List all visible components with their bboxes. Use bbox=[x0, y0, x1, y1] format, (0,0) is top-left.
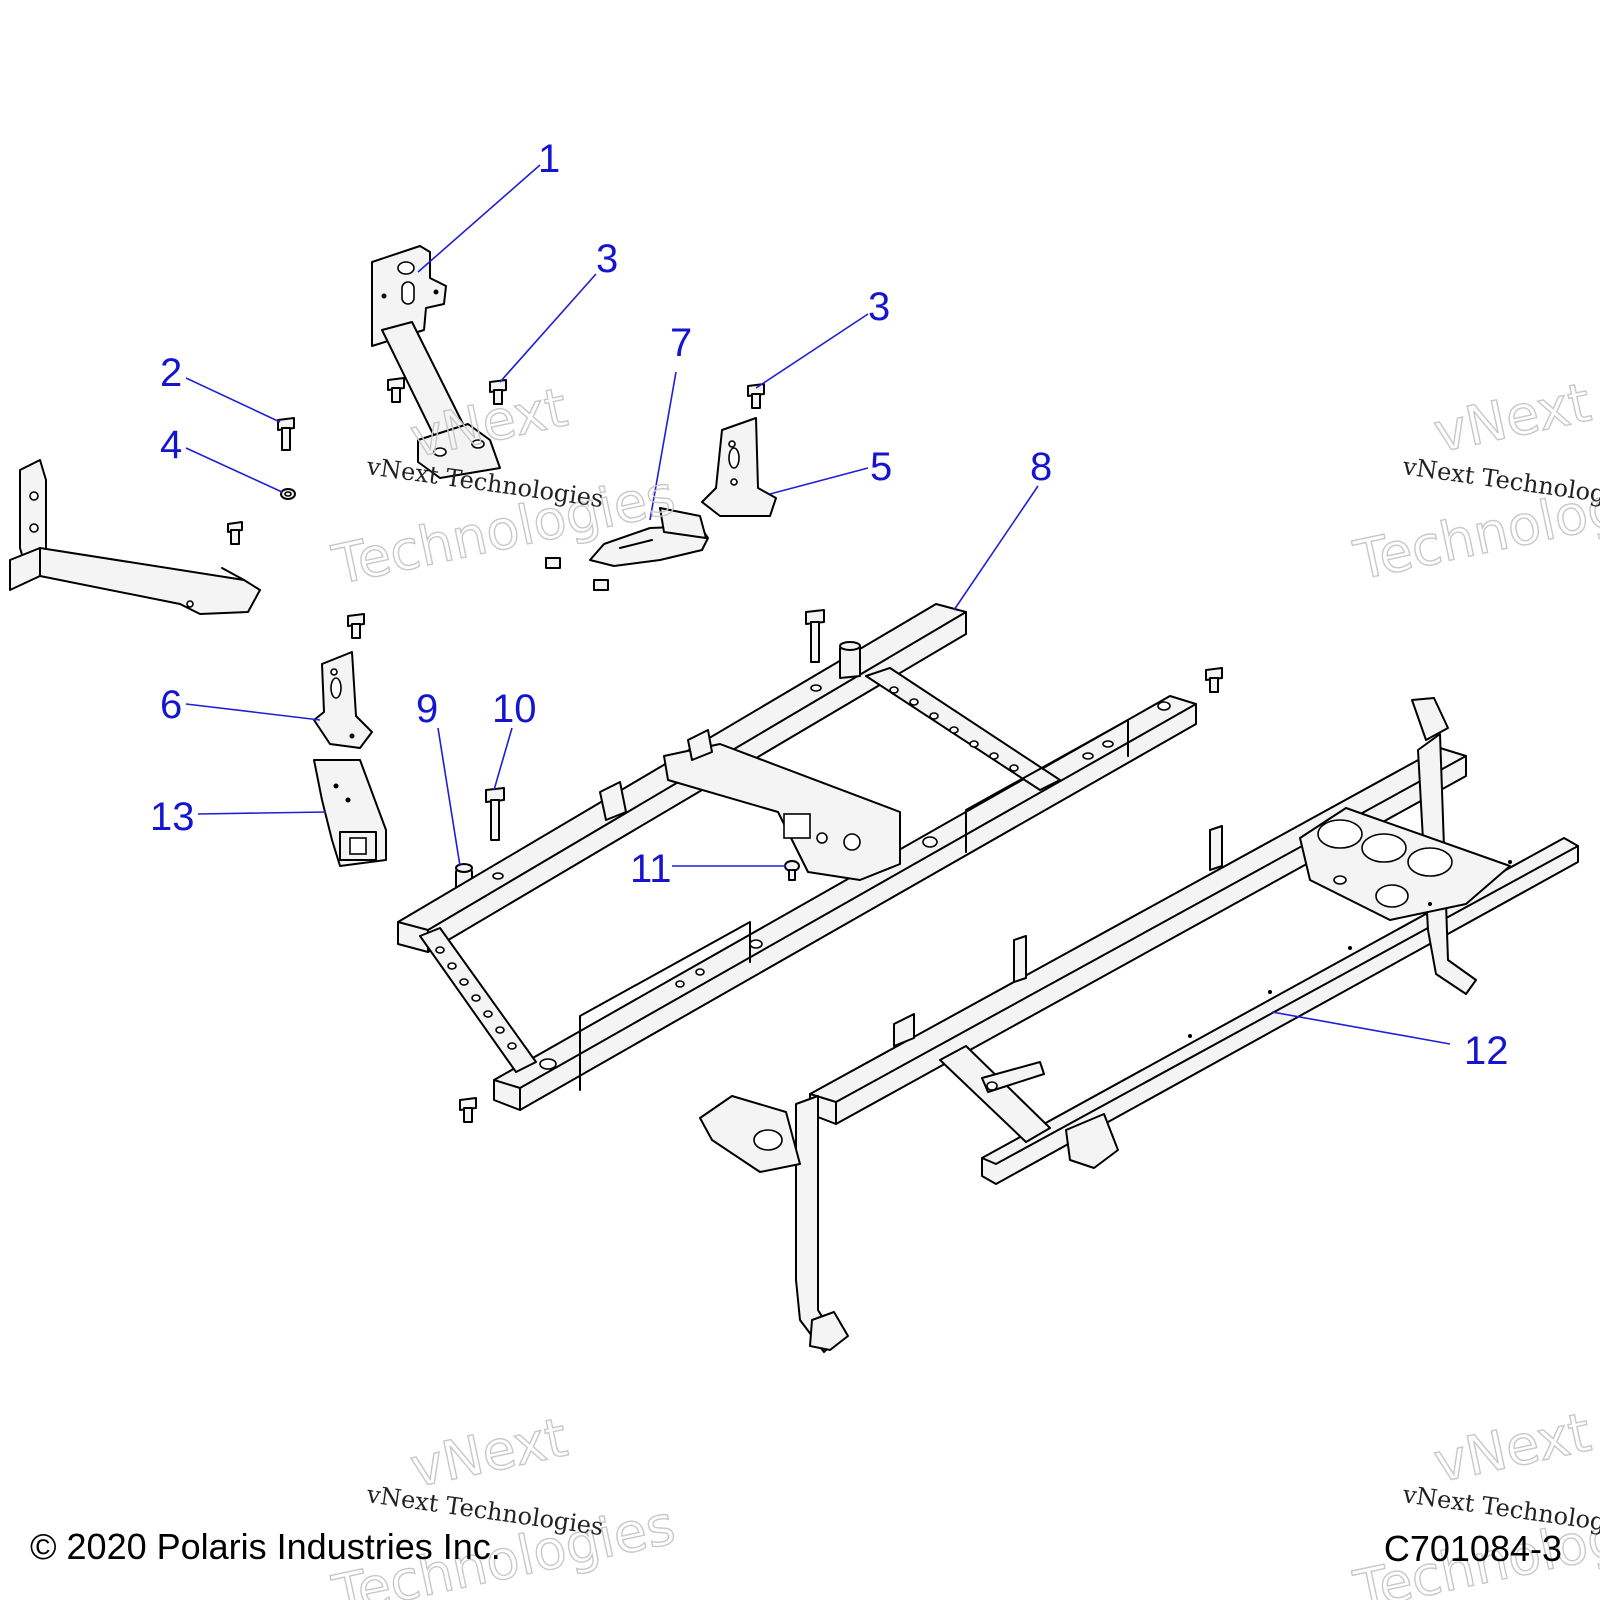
diagram-code: C701084-3 bbox=[1383, 1528, 1562, 1569]
part-11-screw bbox=[784, 860, 800, 881]
leader-4 bbox=[185, 447, 283, 493]
leader-6 bbox=[185, 703, 321, 721]
part-5-bracket bbox=[701, 417, 777, 517]
part-4-nut bbox=[280, 488, 296, 500]
leader-13 bbox=[197, 811, 327, 815]
watermark-bottom-center: vNext Technologies bbox=[326, 1405, 681, 1600]
leader-3a bbox=[499, 273, 597, 383]
callout-9: 9 bbox=[416, 687, 438, 731]
callout-3a: 3 bbox=[596, 237, 618, 281]
frame-slots bbox=[435, 686, 1019, 1050]
leader-8 bbox=[953, 485, 1039, 611]
callout-7: 7 bbox=[670, 321, 692, 365]
callout-10: 10 bbox=[492, 687, 537, 731]
part-13-latch-bracket bbox=[313, 759, 387, 867]
part-1-bracket bbox=[371, 245, 501, 479]
callout-5: 5 bbox=[870, 445, 892, 489]
leader-2 bbox=[185, 377, 281, 423]
leader-9 bbox=[437, 727, 461, 867]
left-rail-bracket bbox=[9, 459, 261, 615]
callout-6: 6 bbox=[160, 683, 182, 727]
part-7-plate bbox=[545, 507, 709, 591]
watermark-big-top-bottom: vNext bbox=[405, 1406, 572, 1500]
leader-5 bbox=[769, 467, 869, 495]
callout-3b: 3 bbox=[868, 285, 890, 329]
part-2-bolt bbox=[277, 417, 295, 451]
part-12-rear-frame bbox=[699, 697, 1579, 1353]
callout-12: 12 bbox=[1464, 1029, 1509, 1073]
leader-10 bbox=[493, 727, 513, 791]
leader-3b bbox=[755, 313, 869, 389]
part-6-bracket bbox=[313, 613, 373, 749]
callout-labels: 1 2 3 3 4 5 6 7 8 9 10 11 12 13 bbox=[150, 137, 1509, 1073]
leader-12 bbox=[1271, 1011, 1451, 1045]
leader-7 bbox=[649, 371, 677, 521]
copyright-notice: © 2020 Polaris Industries Inc. bbox=[30, 1526, 501, 1567]
leader-1 bbox=[417, 164, 541, 273]
callout-13: 13 bbox=[150, 795, 195, 839]
callout-8: 8 bbox=[1030, 445, 1052, 489]
callout-2: 2 bbox=[160, 351, 182, 395]
watermark-big-top-bottom-right: vNext bbox=[1429, 1401, 1596, 1495]
callout-1: 1 bbox=[538, 137, 560, 181]
part-8-main-frame bbox=[397, 603, 1223, 1123]
part-10-bolt bbox=[485, 787, 505, 841]
part-3-bolt-b bbox=[747, 383, 765, 409]
rear-rail-holes bbox=[1188, 860, 1512, 1038]
bolt-near-part-1 bbox=[387, 377, 405, 403]
frame-holes bbox=[492, 684, 1171, 1070]
leader-lines bbox=[185, 164, 1451, 1045]
callout-11: 11 bbox=[630, 847, 672, 891]
callout-4: 4 bbox=[160, 423, 182, 467]
watermark-big-top-right: vNext bbox=[1429, 371, 1596, 465]
